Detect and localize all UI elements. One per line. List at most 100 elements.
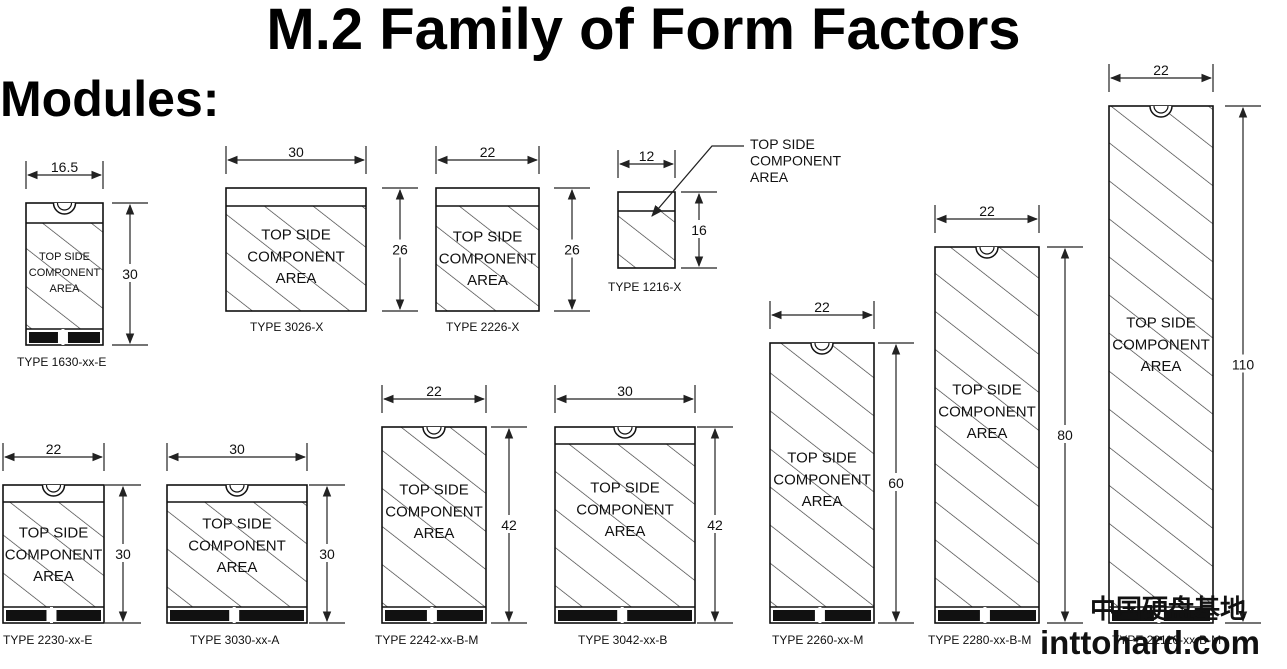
mounting-notch-inner — [56, 202, 73, 211]
component-area-hatch — [3, 502, 104, 607]
module-type-label: TYPE 1630-xx-E — [17, 355, 106, 369]
section-heading: Modules: — [0, 71, 220, 127]
component-area-label: AREA — [802, 493, 843, 510]
mounting-notch-inner — [426, 426, 442, 435]
width-dimension-label: 22 — [1153, 62, 1169, 78]
component-area-hatch — [382, 427, 486, 607]
connector-pins-right — [989, 610, 1036, 621]
component-area-label: COMPONENT — [29, 267, 101, 279]
mounting-notch-inner — [1153, 105, 1169, 114]
height-label-backdrop — [884, 473, 908, 491]
width-dimension-label: 22 — [979, 203, 995, 219]
height-dimension-label: 26 — [564, 242, 580, 258]
callout-label: TOP SIDE — [750, 136, 815, 152]
component-area-label: TOP SIDE — [39, 251, 90, 263]
component-area-label: COMPONENT — [439, 250, 537, 267]
component-area-label: AREA — [467, 272, 508, 289]
height-label-backdrop — [703, 515, 727, 533]
component-area-label: AREA — [33, 568, 74, 585]
width-dimension-label: 30 — [229, 441, 245, 457]
width-dimension-label: 22 — [46, 441, 62, 457]
watermark-url: inttohard.com — [1040, 624, 1260, 661]
component-area-label: TOP SIDE — [399, 482, 468, 499]
component-area-label: AREA — [276, 270, 317, 287]
height-dimension-label: 110 — [1232, 357, 1255, 373]
component-area-label: TOP SIDE — [261, 227, 330, 244]
module-type-label: TYPE 1216-X — [608, 280, 681, 294]
component-area-label: AREA — [605, 523, 646, 540]
mounting-notch — [1149, 105, 1173, 118]
module-type-label: TYPE 2242-xx-B-M — [375, 633, 478, 647]
height-dimension-label: 16 — [691, 222, 707, 238]
mounting-notch-inner — [617, 426, 633, 435]
connector-pins-left — [385, 610, 427, 621]
module-type-label: TYPE 3026-X — [250, 320, 323, 334]
mounting-notch-inner — [45, 484, 62, 493]
component-area-label: TOP SIDE — [1126, 315, 1195, 332]
height-label-backdrop — [388, 239, 412, 258]
component-area-label: TOP SIDE — [787, 450, 856, 467]
mounting-notch — [52, 202, 77, 215]
mounting-notch — [422, 426, 446, 439]
component-area-label: COMPONENT — [188, 537, 286, 554]
component-area-hatch — [1109, 106, 1213, 607]
module-outline — [617, 191, 676, 269]
height-label-backdrop — [1053, 425, 1077, 443]
component-area-label: AREA — [967, 425, 1008, 442]
height-label-backdrop — [1231, 354, 1255, 373]
height-label-backdrop — [497, 515, 521, 533]
component-area-hatch — [26, 223, 103, 329]
mounting-notch — [613, 426, 637, 439]
component-area-label: TOP SIDE — [19, 525, 88, 542]
connector-pins-left — [1112, 610, 1154, 621]
component-area-hatch — [618, 211, 675, 268]
connector-pins-left — [938, 610, 980, 621]
mounting-notch — [810, 342, 834, 355]
height-label-backdrop — [315, 544, 339, 562]
component-area-hatch — [555, 444, 695, 607]
callout-leader — [651, 145, 744, 217]
width-dimension-label: 30 — [617, 383, 633, 399]
width-dimension-label: 30 — [288, 144, 304, 160]
mounting-notch — [41, 484, 66, 497]
component-area-label: AREA — [217, 559, 258, 576]
component-area-label: COMPONENT — [773, 471, 871, 488]
connector-pins-right — [627, 610, 692, 621]
component-area-hatch — [935, 247, 1039, 607]
component-area-hatch — [436, 206, 539, 311]
component-area-label: AREA — [50, 283, 81, 295]
module-type-label: TYPE 2260-xx-M — [772, 633, 863, 647]
height-dimension-label: 30 — [122, 266, 138, 282]
width-dimension-label: 16.5 — [51, 159, 78, 175]
connector-pins-left — [6, 610, 47, 621]
component-area-label: COMPONENT — [576, 501, 674, 518]
mounting-notch-inner — [979, 246, 995, 255]
mounting-notch-inner — [814, 342, 830, 351]
module-type-label: TYPE 2280-xx-B-M — [928, 633, 1031, 647]
module-outline — [435, 187, 540, 312]
height-dimension-label: 60 — [888, 475, 904, 491]
height-dimension-label: 30 — [319, 546, 335, 562]
width-dimension-label: 22 — [814, 299, 830, 315]
component-area-hatch — [226, 206, 366, 311]
component-area-label: TOP SIDE — [590, 480, 659, 497]
height-dimension-label: 26 — [392, 242, 408, 258]
module-type-label: TYPE 22110-xx-B-M — [1112, 633, 1221, 647]
mounting-notch-inner — [229, 484, 245, 493]
height-dimension-label: 42 — [501, 517, 517, 533]
width-dimension-label: 22 — [480, 144, 496, 160]
component-area-label: TOP SIDE — [202, 516, 271, 533]
page-title: M.2 Family of Form Factors — [266, 0, 1021, 62]
callout-label: COMPONENT — [750, 153, 841, 169]
module-type-label: TYPE 2226-X — [446, 320, 519, 334]
mounting-notch — [975, 246, 999, 259]
